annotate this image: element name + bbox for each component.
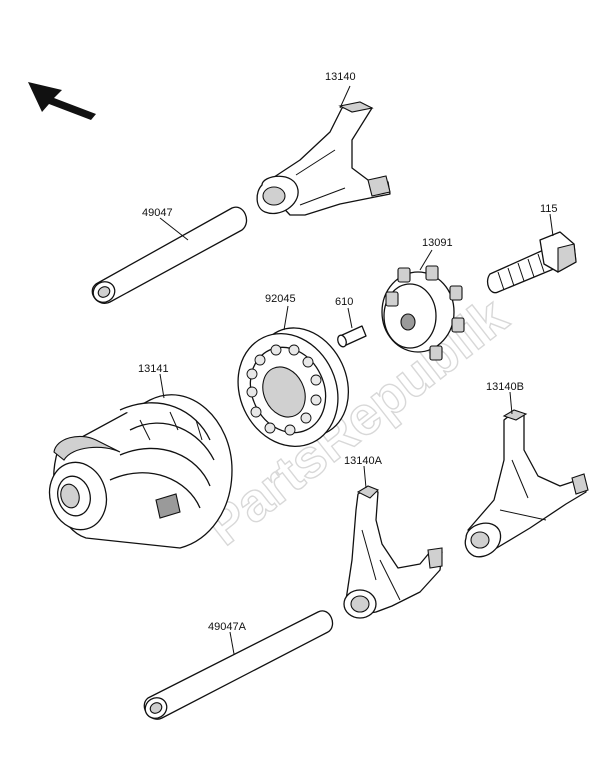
pin [337,325,367,348]
shift-fork-top [256,101,391,216]
shaft-bottom [143,610,334,720]
bearing [237,327,350,447]
label-610: 610 [335,296,353,308]
label-13140: 13140 [325,71,356,83]
label-13140A: 13140A [344,455,383,467]
shift-fork-a [343,485,443,619]
label-13091: 13091 [422,237,453,249]
shift-fork-b [464,409,589,558]
label-49047: 49047 [142,207,173,219]
shift-drum [48,394,233,549]
label-92045: 92045 [265,293,296,305]
label-49047A: 49047A [208,621,247,633]
label-13140B: 13140B [486,381,524,393]
shift-drum-cam [381,265,465,361]
shaft-top [91,206,248,304]
bolt [486,231,577,294]
label-13141: 13141 [138,363,169,375]
label-115: 115 [540,203,558,215]
arrow-up-left-icon [28,82,96,120]
